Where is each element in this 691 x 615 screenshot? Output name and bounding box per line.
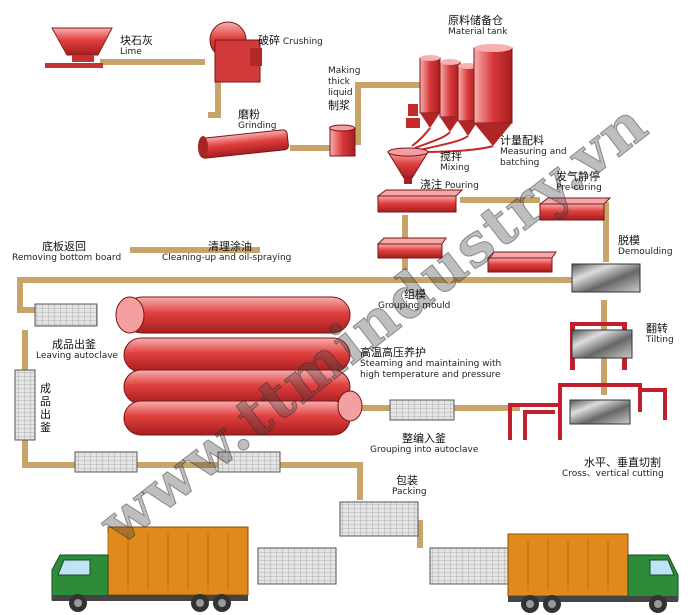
belt-precure-demould: [603, 202, 609, 262]
label-crushing: 破碎 Crushing: [258, 34, 323, 47]
belt-crusher-grinder: [208, 80, 221, 118]
truck-left: [51, 526, 249, 612]
bottom-board-moulds: [376, 237, 557, 273]
crusher: [209, 21, 262, 83]
truck-right: [507, 533, 679, 613]
product-block-stacks: [14, 303, 509, 585]
pouring-mould: [376, 189, 464, 213]
material-tanks: [406, 44, 513, 153]
cutting-frame: [508, 383, 667, 440]
slurry-tank: [329, 124, 356, 157]
label-pouring: 浇注 Pouring: [420, 178, 479, 191]
mixer: [387, 147, 429, 184]
belt-return-top: [17, 277, 590, 313]
cutting-block: [569, 399, 631, 425]
lime-hopper: [45, 27, 113, 68]
tilting-station: [570, 322, 633, 370]
grinder: [198, 129, 289, 159]
demould-block: [571, 263, 641, 293]
label-leaving-vertical: 成品出釜: [40, 382, 51, 434]
precuring-mould: [538, 197, 612, 221]
autoclaves: [115, 296, 363, 436]
belt-liquid-mixer: [355, 82, 430, 145]
